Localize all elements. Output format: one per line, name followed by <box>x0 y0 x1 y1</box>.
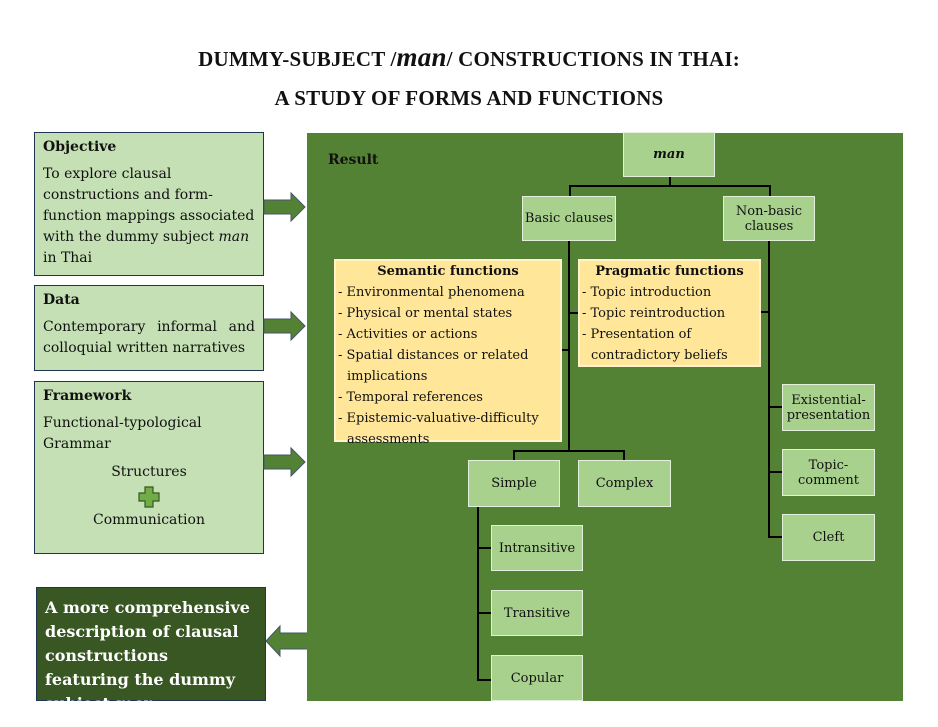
title-text: DUMMY-SUBJECT / <box>198 47 397 71</box>
data-box: Data Contemporary informal and colloquia… <box>34 285 264 371</box>
semantic-item: - Spatial distances or related <box>338 348 529 363</box>
framework-heading: Framework <box>43 388 132 404</box>
title-line-2: A STUDY OF FORMS AND FUNCTIONS <box>274 86 664 110</box>
node-topic-comment: Topic-comment <box>782 449 875 496</box>
semantic-item: - Temporal references <box>338 390 483 405</box>
connector-line <box>768 240 770 538</box>
node-copular: Copular <box>491 655 583 701</box>
pragmatic-item: contradictory beliefs <box>591 348 728 363</box>
plus-icon <box>43 486 255 508</box>
arrow-right-icon <box>263 310 306 342</box>
pragmatic-heading: Pragmatic functions <box>595 264 744 279</box>
connector-line <box>568 240 570 450</box>
title-text: / CONSTRUCTIONS IN THAI: <box>446 47 740 71</box>
node-cleft: Cleft <box>782 514 875 561</box>
connector-line <box>569 185 771 187</box>
connector-line <box>477 679 492 681</box>
node-non-basic-clauses: Non-basic clauses <box>723 196 815 241</box>
framework-box: Framework Functional-typological Grammar… <box>34 381 264 554</box>
connector-line <box>768 471 783 473</box>
connector-line <box>769 185 771 198</box>
semantic-item: - Physical or mental states <box>338 306 513 321</box>
node-man: man <box>623 132 715 177</box>
data-text: Contemporary informal and colloquial wri… <box>43 319 255 356</box>
pragmatic-item: - Topic introduction <box>582 285 712 300</box>
connector-line <box>768 406 783 408</box>
communication-label: Communication <box>93 512 205 528</box>
connector-line <box>477 506 479 681</box>
objective-heading: Objective <box>43 139 117 155</box>
framework-text: Functional-typological Grammar <box>43 415 202 452</box>
semantic-heading: Semantic functions <box>377 264 519 279</box>
pragmatic-item: - Topic reintroduction <box>582 306 726 321</box>
data-heading: Data <box>43 292 80 308</box>
semantic-item: - Activities or actions <box>338 327 478 342</box>
connector-line <box>623 450 625 461</box>
node-transitive: Transitive <box>491 590 583 636</box>
arrow-right-icon <box>263 191 306 223</box>
connector-line <box>669 176 671 186</box>
connector-line <box>760 311 769 313</box>
node-simple: Simple <box>468 460 560 507</box>
arrow-left-icon <box>265 624 309 658</box>
semantic-item: - Epistemic-valuative-difficulty <box>338 411 539 426</box>
connector-line <box>569 185 571 198</box>
title-italic: man <box>396 42 447 72</box>
objective-box: Objective To explore clausal constructio… <box>34 132 264 276</box>
connector-line <box>477 612 492 614</box>
connector-line <box>768 536 783 538</box>
connector-line <box>568 312 580 314</box>
semantic-item: - Environmental phenomena <box>338 285 525 300</box>
objective-text: To explore clausal constructions and for… <box>43 166 255 266</box>
connector-line <box>477 547 492 549</box>
connector-line <box>561 349 569 351</box>
connector-line <box>513 450 625 452</box>
node-existential-presentation: Existential-presentation <box>782 384 875 431</box>
node-basic-clauses: Basic clauses <box>522 196 616 241</box>
semantic-item: implications <box>347 369 428 384</box>
title-line-1: DUMMY-SUBJECT /man/ CONSTRUCTIONS IN THA… <box>0 42 938 73</box>
outcome-box: A more comprehensive description of clau… <box>36 587 266 713</box>
node-complex: Complex <box>578 460 671 507</box>
semantic-functions-box: Semantic functions - Environmental pheno… <box>334 259 562 447</box>
connector-line <box>513 450 515 461</box>
node-intransitive: Intransitive <box>491 525 583 571</box>
result-label: Result <box>328 152 379 168</box>
structures-label: Structures <box>111 464 187 480</box>
pragmatic-item: - Presentation of <box>582 327 692 342</box>
semantic-item: assessments <box>347 432 430 447</box>
arrow-right-icon <box>263 446 306 478</box>
pragmatic-functions-box: Pragmatic functions - Topic introduction… <box>578 259 761 367</box>
